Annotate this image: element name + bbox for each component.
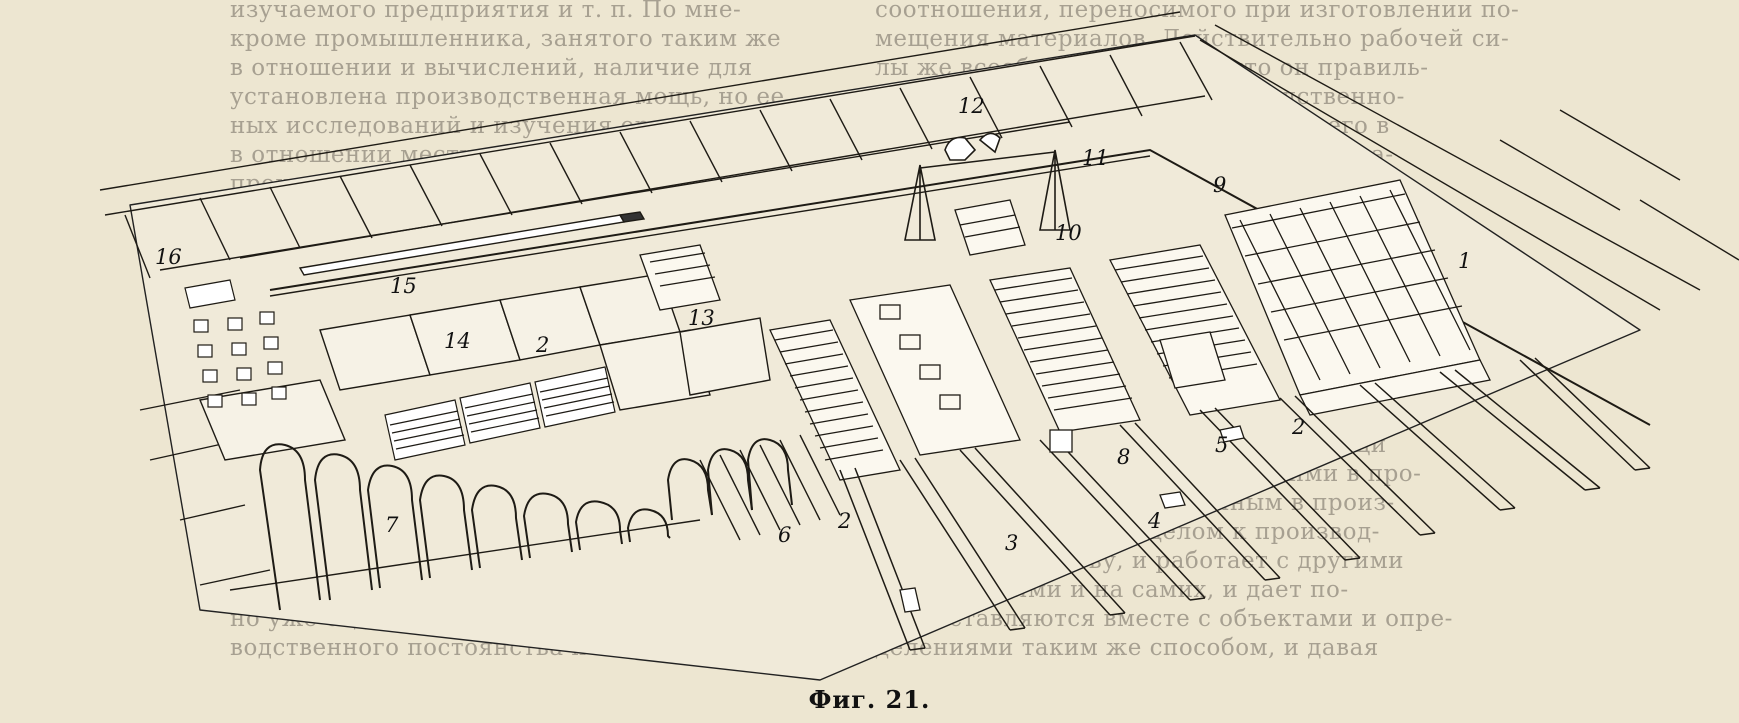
plots-14 xyxy=(199,273,771,461)
label-15: 15 xyxy=(390,274,417,298)
label-13: 13 xyxy=(688,306,715,330)
label-12: 12 xyxy=(958,94,985,118)
bleed-line: соотношения, переносимого при изготовлен… xyxy=(875,0,1520,23)
label-3: 3 xyxy=(1005,531,1018,555)
bleed-line: в отношении и вычислений, наличие для xyxy=(230,55,753,81)
label-2-center: 2 xyxy=(837,509,851,533)
warehouses-2-left xyxy=(384,366,616,461)
label-1: 1 xyxy=(1458,249,1471,273)
label-8: 8 xyxy=(1117,445,1130,469)
small-structures xyxy=(899,425,1245,613)
housing-16 xyxy=(184,279,287,408)
bleed-line: изучаемого предприятия и т. п. По мне- xyxy=(230,0,742,23)
bleed-line: установлена производственная мощь, но ее xyxy=(230,84,785,110)
label-9: 9 xyxy=(1213,173,1226,197)
loop-tracks-7 xyxy=(229,438,793,611)
city-grid xyxy=(99,11,1739,586)
label-7: 7 xyxy=(385,513,399,537)
figure-numbers: 1 2 2 2 3 4 5 6 7 8 9 10 11 12 13 14 15 … xyxy=(155,94,1471,555)
label-14: 14 xyxy=(444,329,471,353)
label-11: 11 xyxy=(1082,146,1109,170)
label-2-right: 2 xyxy=(1291,415,1305,439)
figure-caption: Фиг. 21. xyxy=(808,685,931,714)
label-4: 4 xyxy=(1147,509,1161,533)
label-10: 10 xyxy=(1055,221,1082,245)
spur-tracks-3 xyxy=(839,357,1651,651)
gantry-11-12 xyxy=(904,132,1071,241)
rail-line xyxy=(269,148,1651,426)
label-5: 5 xyxy=(1215,433,1228,457)
label-16: 16 xyxy=(155,245,182,269)
label-2-left: 2 xyxy=(535,333,549,357)
sidings-6 xyxy=(699,434,841,541)
bleed-line: кроме промышленника, занятого таким же xyxy=(230,26,782,52)
bleed-line: делениями таким же способом, и давая xyxy=(875,635,1379,661)
label-6: 6 xyxy=(778,523,791,547)
